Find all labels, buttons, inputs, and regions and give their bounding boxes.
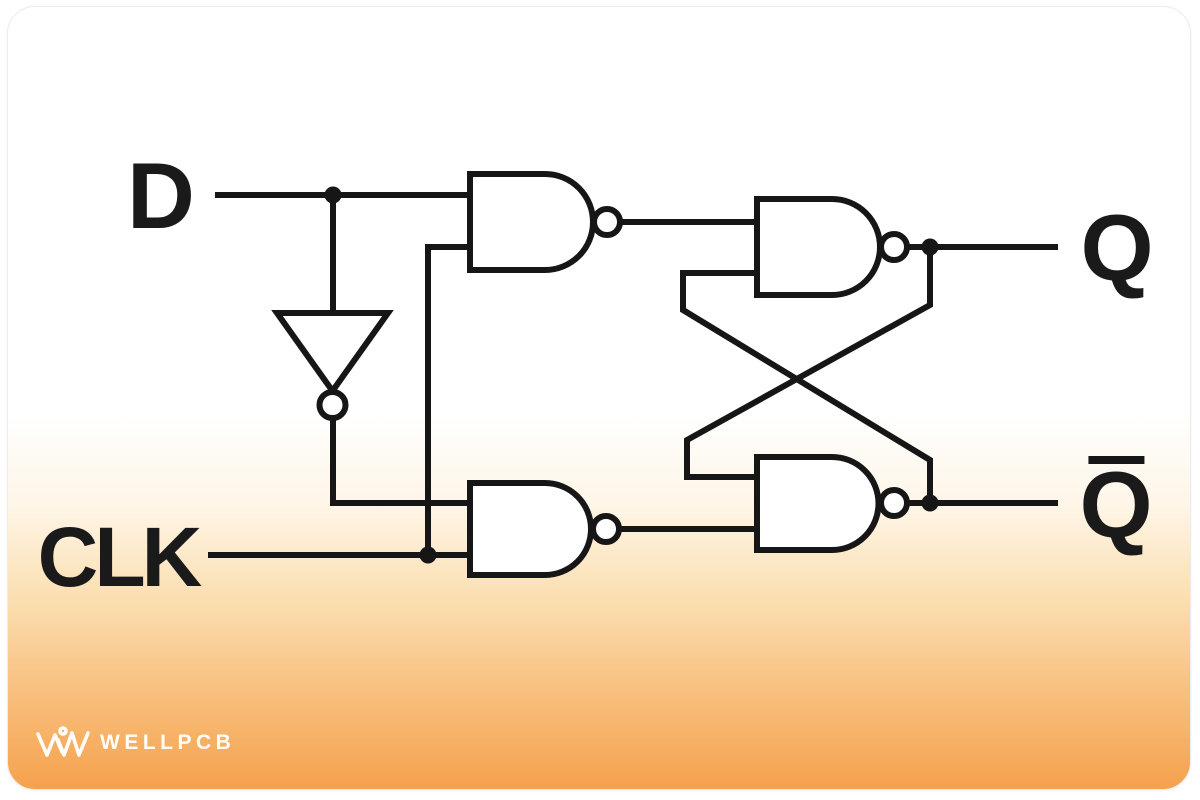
output-label-q-bar: Q xyxy=(1079,452,1153,557)
junction-dot-qbar xyxy=(921,494,939,512)
q-bar-letter: Q xyxy=(1079,452,1153,557)
wellpcb-brand-text: WELLPCB xyxy=(100,730,236,754)
nand-gate-top-left xyxy=(467,171,623,273)
output-bubble xyxy=(591,206,623,238)
wellpcb-watermark: WELLPCB xyxy=(36,722,235,762)
nand-gate-top-right xyxy=(754,196,910,298)
nand-gate-bottom-right xyxy=(754,454,910,553)
inverter-triangle xyxy=(271,310,394,397)
input-label-clk: CLK xyxy=(37,510,203,604)
junction-dot-d xyxy=(324,186,342,204)
output-bubble xyxy=(878,487,910,519)
nand-body xyxy=(467,480,594,578)
output-bubble xyxy=(590,513,622,545)
wire-inverter-to-nand2 xyxy=(330,419,470,506)
nand-body xyxy=(754,454,882,553)
wire-qbar-feedback-to-nand3 xyxy=(680,270,933,503)
schematic-card-background xyxy=(7,6,1191,790)
nand-body xyxy=(754,196,883,298)
nand-gate-bottom-left xyxy=(467,480,622,578)
nand-body xyxy=(467,171,596,273)
wire-q-feedback-to-nand4 xyxy=(684,247,933,480)
wellpcb-logo-icon xyxy=(36,726,90,757)
output-label-q: Q xyxy=(1080,195,1154,300)
inverter-gate xyxy=(271,310,394,421)
input-label-d: D xyxy=(127,143,195,248)
junction-dot-q xyxy=(921,238,939,256)
wire-clk-to-nand1 xyxy=(425,244,470,555)
inverter-bubble xyxy=(316,389,349,421)
junction-dot-clk xyxy=(419,546,437,564)
output-bubble xyxy=(878,231,910,263)
overline-bar xyxy=(1088,456,1144,464)
